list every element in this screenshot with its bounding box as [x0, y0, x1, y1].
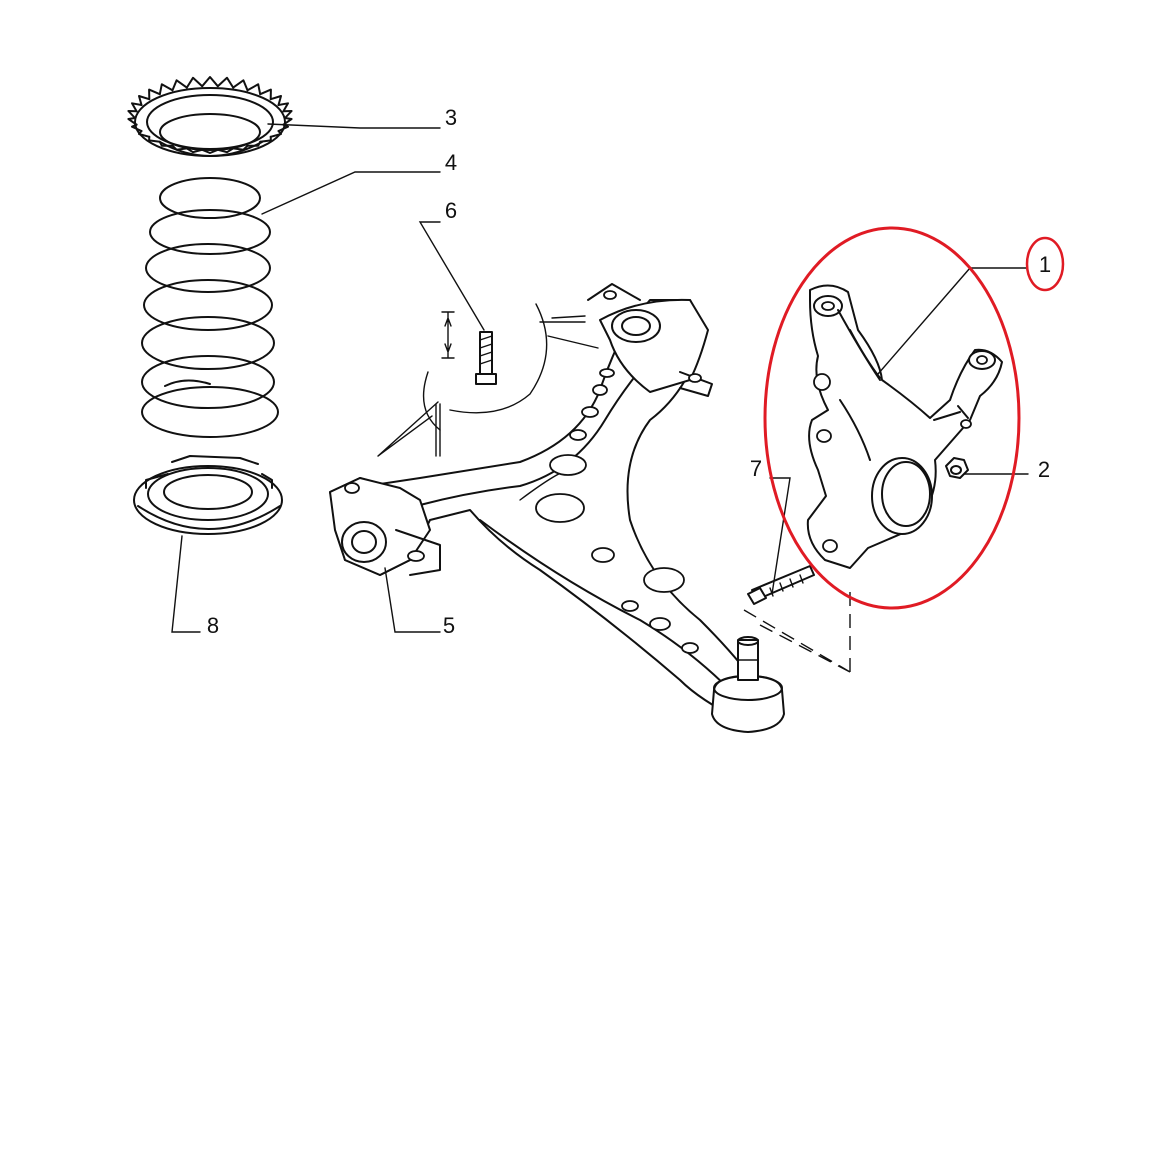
spring-top-seat	[127, 76, 293, 157]
seat-tooth	[138, 130, 151, 138]
callout-2: 2	[1038, 457, 1050, 482]
seat-tooth	[216, 147, 235, 154]
seat-tooth	[246, 83, 262, 96]
seat-tooth	[201, 148, 219, 154]
seat-tooth	[148, 88, 161, 101]
steering-knuckle	[806, 284, 1003, 569]
seat-tooth	[171, 79, 188, 92]
callout-5: 5	[443, 613, 455, 638]
seat-tooth	[158, 140, 174, 147]
callout-3: 3	[445, 105, 457, 130]
callout-7: 7	[750, 456, 762, 481]
callout-1: 1	[1039, 252, 1051, 277]
seat-tooth	[277, 102, 289, 113]
seat-tooth	[232, 144, 249, 151]
seat-tooth	[185, 147, 204, 154]
seat-tooth	[131, 102, 143, 113]
seat-tooth	[171, 144, 188, 151]
pinch-bolt	[743, 565, 851, 673]
seat-tooth	[259, 135, 272, 143]
callout-6: 6	[445, 198, 457, 223]
seat-tooth	[246, 140, 262, 147]
seat-tooth	[148, 135, 161, 143]
seat-tooth	[259, 88, 272, 101]
lower-spring-seat	[133, 455, 283, 535]
coil-spring	[141, 177, 279, 438]
seat-tooth	[127, 110, 138, 119]
seat-tooth	[185, 76, 204, 89]
lower-control-arm	[329, 283, 785, 733]
seat-tooth	[138, 95, 151, 106]
seat-tooth	[269, 95, 282, 106]
seat-tooth	[201, 76, 219, 88]
callout-4: 4	[445, 150, 457, 175]
nut	[945, 457, 969, 479]
bolt-detail	[377, 303, 599, 457]
seat-tooth	[269, 130, 282, 138]
seat-tooth	[127, 117, 138, 126]
seat-tooth	[282, 117, 293, 126]
leader-lines	[171, 123, 1029, 633]
seat-tooth	[131, 123, 143, 132]
seat-tooth	[232, 79, 249, 92]
callout-8: 8	[207, 613, 219, 638]
highlight	[763, 226, 1065, 610]
callout-labels: 1 2 3 4 5 6 7 8	[207, 105, 1051, 638]
seat-tooth	[216, 76, 235, 89]
seat-tooth	[158, 83, 174, 96]
seat-tooth	[282, 110, 293, 119]
